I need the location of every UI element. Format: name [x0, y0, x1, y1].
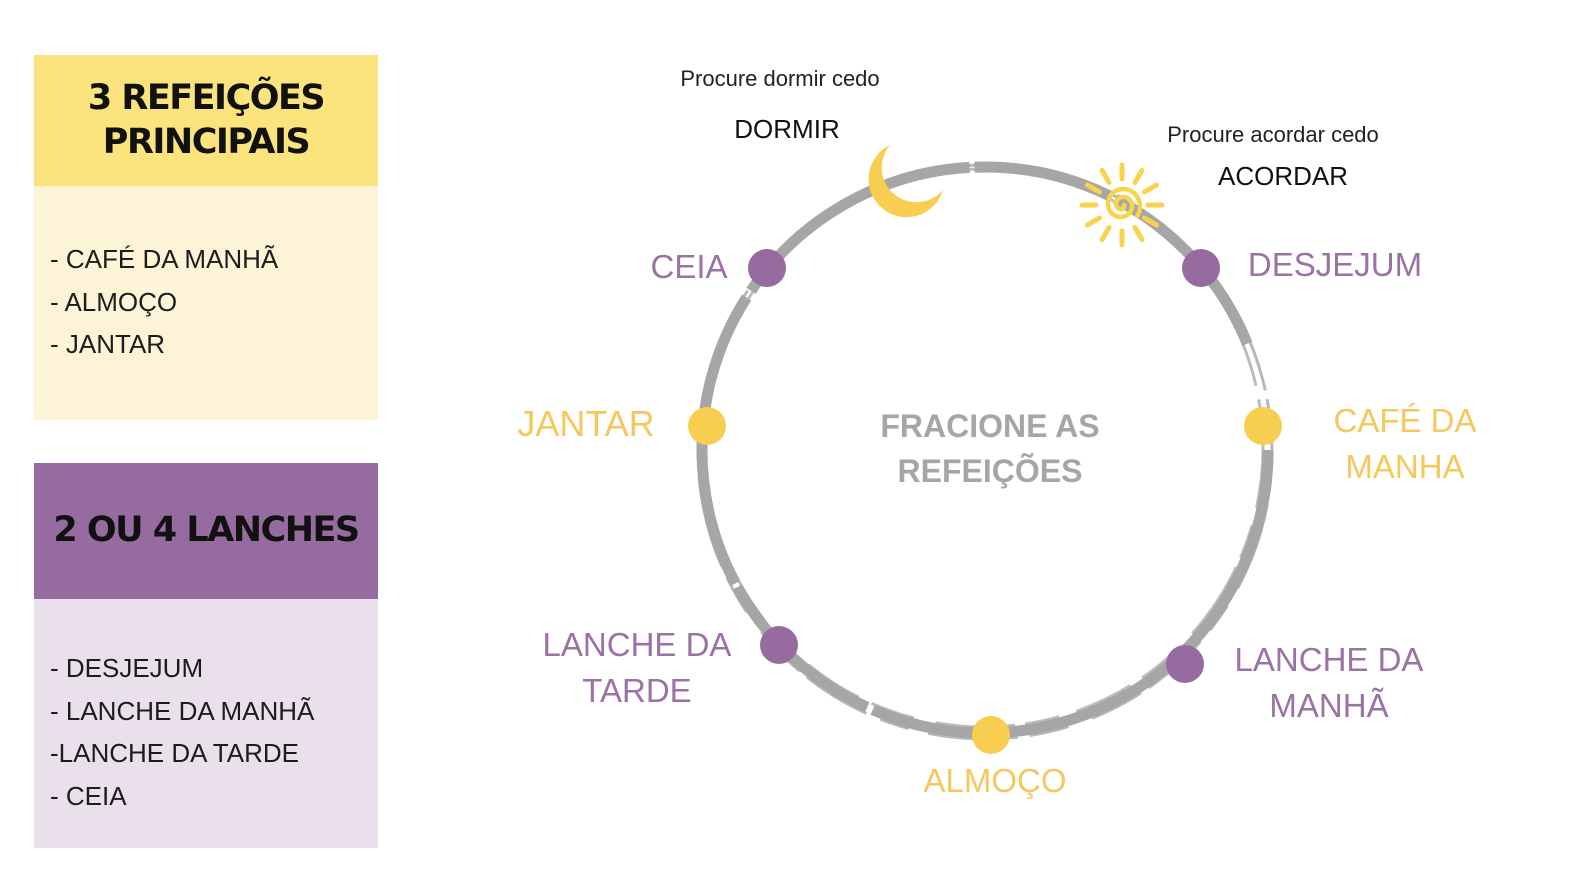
- center-title-line-2: REFEIÇÕES: [898, 453, 1083, 489]
- sun-ray: [1142, 215, 1160, 228]
- main-meals-title: 3 REFEIÇÕES PRINCIPAIS: [34, 55, 378, 186]
- snacks-card: 2 OU 4 LANCHES - DESJEJUM - LANCHE DA MA…: [34, 463, 378, 848]
- sleep-hint: Procure dormir cedo: [680, 66, 879, 91]
- main-meals-list: - CAFÉ DA MANHÃ - ALMOÇO - JANTAR: [50, 238, 378, 366]
- sun-ray: [1142, 182, 1160, 195]
- snacks-list: - DESJEJUM - LANCHE DA MANHÃ -LANCHE DA …: [50, 647, 378, 817]
- snacks-list-panel: - DESJEJUM - LANCHE DA MANHÃ -LANCHE DA …: [34, 599, 378, 848]
- center-title-line-1: FRACIONE AS: [880, 408, 1099, 444]
- meal-dot-desjejum: [1182, 249, 1220, 287]
- sun-ray: [1084, 182, 1102, 195]
- meal-label-lanche-da-manha-2: MANHÃ: [1269, 687, 1388, 724]
- wake-label: ACORDAR: [1218, 161, 1348, 191]
- list-item: -LANCHE DA TARDE: [50, 738, 299, 768]
- meal-label-cafe-da-manha-2: MANHA: [1345, 448, 1464, 485]
- sun-icon: [1079, 162, 1165, 248]
- meal-label-lanche-da-manha: LANCHE DA: [1235, 641, 1424, 678]
- moon-icon: [868, 145, 943, 218]
- list-item: - LANCHE DA MANHÃ: [50, 695, 315, 726]
- list-item: - CEIA: [50, 780, 127, 811]
- meal-dot-ceia: [748, 249, 786, 287]
- sleep-label: DORMIR: [734, 114, 839, 144]
- main-meals-list-panel: - CAFÉ DA MANHÃ - ALMOÇO - JANTAR: [34, 186, 378, 420]
- list-item: - ALMOÇO: [50, 286, 178, 317]
- list-item: - CAFÉ DA MANHÃ: [50, 244, 279, 274]
- meal-dot-lanche-da-tarde: [760, 626, 798, 664]
- meal-label-jantar: JANTAR: [517, 403, 654, 444]
- snacks-title: 2 OU 4 LANCHES: [34, 463, 378, 599]
- meal-dot-lanche-da-manha: [1166, 645, 1204, 683]
- meal-label-desjejum: DESJEJUM: [1248, 246, 1422, 283]
- sun-ray: [1132, 225, 1145, 243]
- sun-ray: [1084, 215, 1102, 228]
- main-meals-card: 3 REFEIÇÕES PRINCIPAIS - CAFÉ DA MANHÃ -…: [34, 55, 378, 420]
- list-item: - DESJEJUM: [50, 653, 204, 683]
- snacks-title-line-1: 2 OU 4 LANCHES: [53, 510, 360, 551]
- meal-dot-jantar: [688, 407, 726, 445]
- meal-label-cafe-da-manha: CAFÉ DA: [1333, 402, 1476, 439]
- sun-spiral: [1105, 186, 1143, 220]
- list-item: - JANTAR: [50, 329, 166, 359]
- main-meals-title-line-2: PRINCIPAIS: [102, 121, 311, 162]
- sun-ray: [1099, 225, 1112, 243]
- sun-ray: [1132, 167, 1145, 185]
- meal-label-lanche-da-tarde: LANCHE DA: [543, 626, 732, 663]
- sun-ray: [1099, 167, 1112, 185]
- main-meals-title-line-1: 3 REFEIÇÕES: [87, 77, 326, 118]
- meal-label-lanche-da-tarde-2: TARDE: [582, 672, 691, 709]
- meal-dot-cafe-da-manha: [1244, 407, 1282, 445]
- meal-label-ceia: CEIA: [650, 248, 727, 285]
- meal-label-almoco: ALMOÇO: [923, 762, 1066, 799]
- meal-dot-almoco: [972, 716, 1010, 754]
- wake-hint: Procure acordar cedo: [1167, 122, 1379, 147]
